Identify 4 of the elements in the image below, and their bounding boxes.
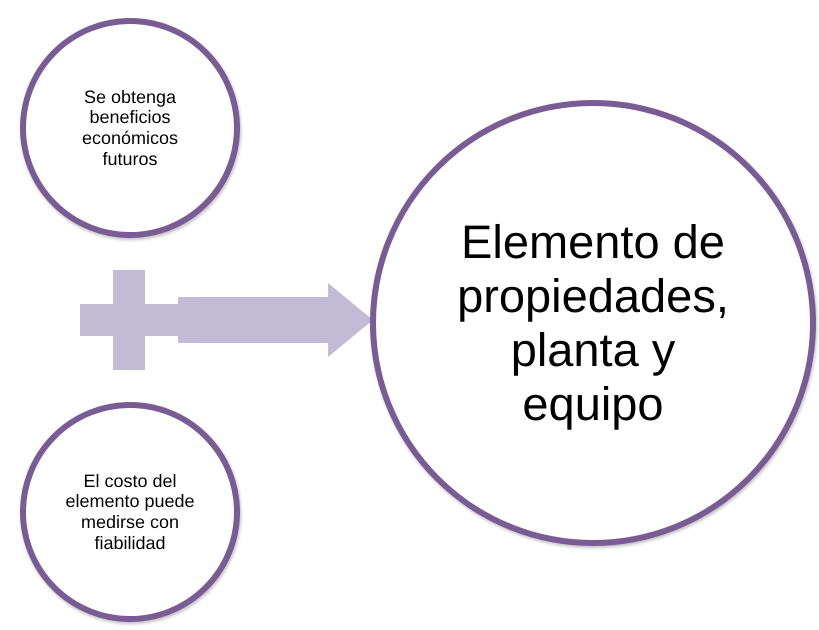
circle-text: El costo del elemento puede medirse con fiabilidad [64,470,196,554]
block-arrow [178,283,373,357]
circle-text: Se obtenga beneficios económicos futuros [80,86,180,170]
circle-text: Elemento de propiedades, planta y equipo [456,214,730,432]
